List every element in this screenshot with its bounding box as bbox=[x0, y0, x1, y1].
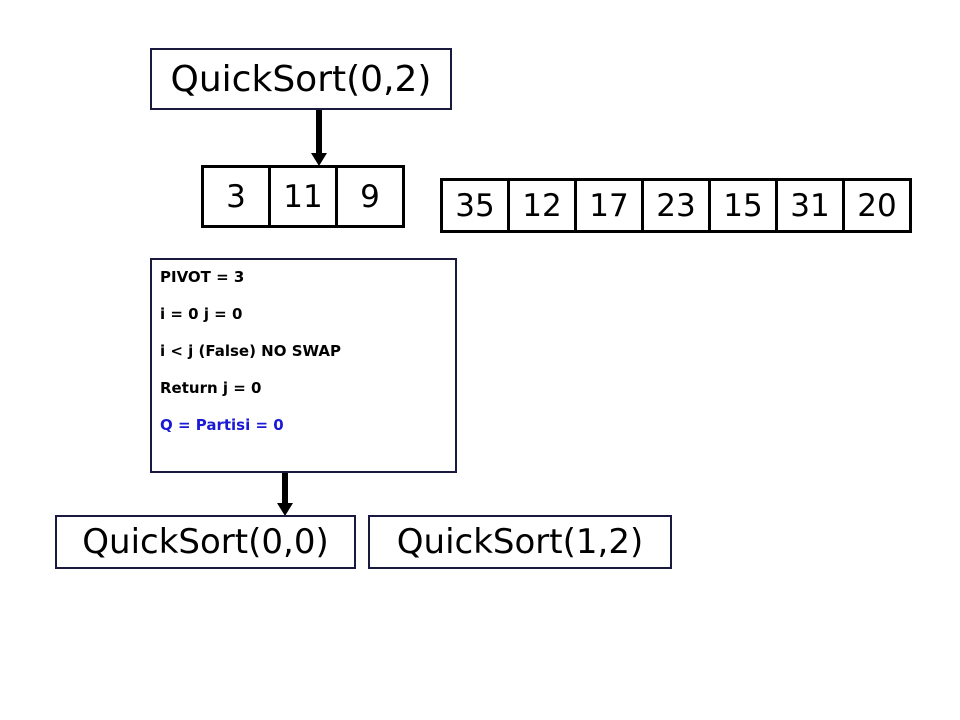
quicksort-child-call-box-right: QuickSort(1,2) bbox=[368, 515, 672, 569]
array-cell: 23 bbox=[641, 178, 711, 233]
array-cell: 12 bbox=[507, 178, 577, 233]
down-arrow-icon bbox=[277, 473, 293, 516]
array-cell: 20 bbox=[842, 178, 912, 233]
arrow-head bbox=[277, 503, 293, 516]
quicksort-child-call-label: QuickSort(1,2) bbox=[396, 522, 644, 562]
array-cell: 17 bbox=[574, 178, 644, 233]
down-arrow-icon bbox=[311, 110, 327, 166]
array-cell: 9 bbox=[335, 165, 405, 228]
array-cell: 31 bbox=[775, 178, 845, 233]
quicksort-root-call-box: QuickSort(0,2) bbox=[150, 48, 452, 110]
arrow-shaft bbox=[282, 473, 288, 504]
array-cell: 35 bbox=[440, 178, 510, 233]
partition-trace-box: PIVOT = 3 i = 0 j = 0 i < j (False) NO S… bbox=[150, 258, 457, 473]
quicksort-child-call-box-left: QuickSort(0,0) bbox=[55, 515, 356, 569]
return-line: Return j = 0 bbox=[160, 379, 262, 397]
subarray-left: 3 11 9 bbox=[201, 165, 405, 228]
array-cell: 15 bbox=[708, 178, 778, 233]
arrow-head bbox=[311, 153, 327, 166]
indices-line: i = 0 j = 0 bbox=[160, 305, 243, 323]
pivot-line: PIVOT = 3 bbox=[160, 268, 245, 286]
quicksort-child-call-label: QuickSort(0,0) bbox=[82, 522, 329, 562]
quicksort-root-call-label: QuickSort(0,2) bbox=[170, 58, 432, 100]
comparison-line: i < j (False) NO SWAP bbox=[160, 342, 341, 360]
array-cell: 3 bbox=[201, 165, 271, 228]
subarray-right: 35 12 17 23 15 31 20 bbox=[440, 178, 912, 233]
partition-result-line: Q = Partisi = 0 bbox=[160, 416, 284, 434]
arrow-shaft bbox=[316, 110, 322, 154]
array-cell: 11 bbox=[268, 165, 338, 228]
